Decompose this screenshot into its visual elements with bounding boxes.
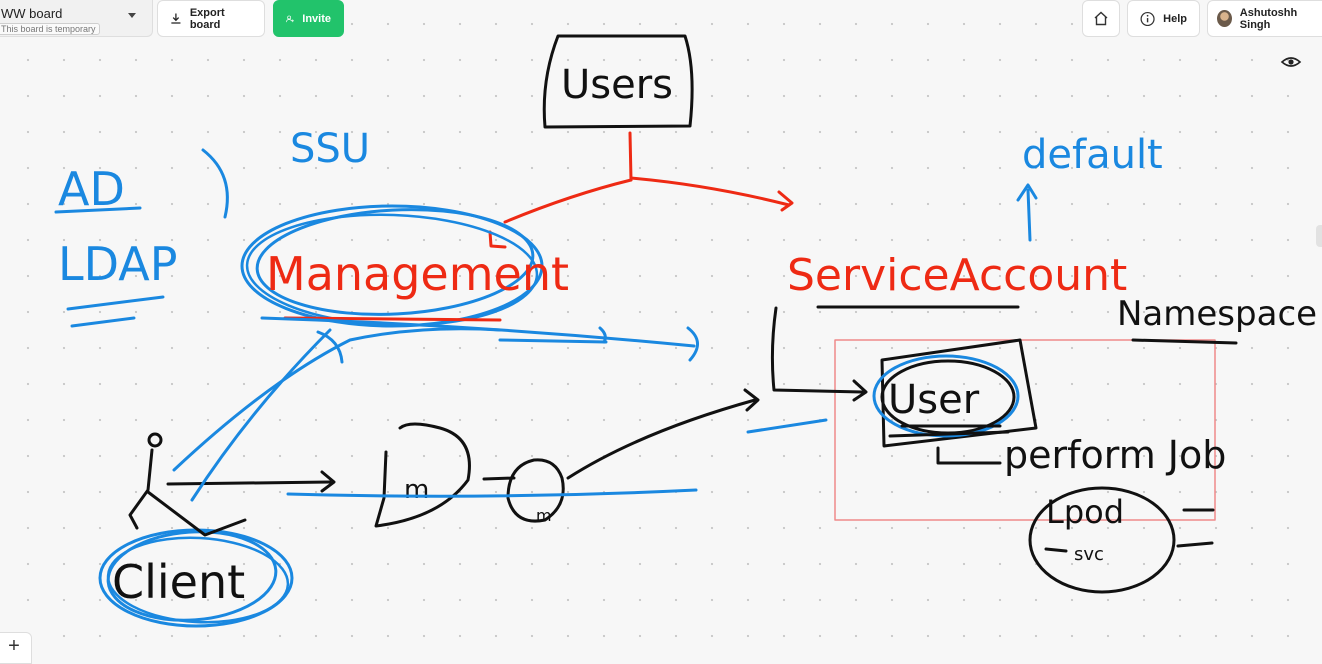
- home-button[interactable]: [1082, 0, 1120, 37]
- add-user-icon: [286, 15, 295, 22]
- m-label: m: [404, 475, 429, 505]
- namespace-underline: [1131, 338, 1238, 345]
- m-to-circle-line: [482, 476, 516, 481]
- user-name: Ashutoshh Singh: [1239, 6, 1298, 31]
- default-label: default: [1022, 132, 1163, 178]
- stick-figure-body: [128, 448, 154, 530]
- chevron-down-icon[interactable]: [128, 13, 136, 18]
- arrowhead: [777, 190, 794, 212]
- management-label: Management: [266, 247, 569, 301]
- default-arrow: [1026, 188, 1032, 242]
- client-circle: [106, 536, 290, 624]
- small-node-label: m: [536, 506, 552, 525]
- blue-flow-line: [686, 326, 699, 362]
- svc-dash: [1044, 547, 1068, 553]
- serviceaccount-to-user-arrow: [770, 306, 864, 394]
- m-shape: [374, 422, 471, 528]
- info-icon: [1140, 11, 1155, 26]
- management-circle: [245, 213, 539, 327]
- blue-flow-line: [598, 326, 607, 344]
- client-label: Client: [112, 555, 245, 609]
- plus-icon: +: [8, 635, 20, 657]
- invite-label: Invite: [302, 12, 331, 25]
- svc-dash: [1176, 541, 1214, 548]
- client-to-management-blue: [172, 327, 502, 472]
- users-to-serviceaccount-arrow: [629, 176, 791, 207]
- bracket-mark: [201, 148, 229, 219]
- pod-label: Lpod: [1046, 493, 1124, 531]
- namespace-box: [834, 339, 1216, 521]
- help-button[interactable]: Help: [1127, 0, 1200, 37]
- home-icon: [1094, 11, 1108, 26]
- users-label: Users: [561, 62, 673, 108]
- export-board-label: Export board: [189, 6, 225, 31]
- add-button[interactable]: +: [0, 632, 32, 664]
- user-label: User: [888, 377, 980, 423]
- namespace-label: Namespace: [1117, 294, 1317, 334]
- ad-label: AD: [58, 162, 125, 216]
- ssu-label: SSU: [290, 126, 370, 172]
- arrowhead: [1016, 183, 1038, 202]
- user-circle: [872, 354, 1020, 438]
- download-icon: [171, 13, 181, 24]
- ldap-underline: [70, 316, 136, 328]
- ldap-underline: [66, 295, 165, 311]
- user-profile-button[interactable]: Ashutoshh Singh: [1207, 0, 1322, 37]
- export-board-button[interactable]: Export board: [157, 0, 265, 37]
- serviceaccount-label: ServiceAccount: [787, 250, 1127, 301]
- board-title: WW board: [1, 6, 63, 21]
- blue-flow-line: [316, 330, 344, 364]
- eye-icon[interactable]: [1279, 53, 1303, 71]
- ad-underline: [54, 206, 142, 214]
- node-to-user-arrow: [566, 398, 757, 480]
- avatar: [1217, 10, 1232, 27]
- management-underline: [283, 316, 502, 322]
- user-to-job-line: [936, 446, 1002, 465]
- blue-dash: [746, 418, 828, 434]
- users-connector: [628, 131, 633, 182]
- help-label: Help: [1163, 12, 1187, 25]
- invite-button[interactable]: Invite: [273, 0, 344, 37]
- pod-circle: [1028, 486, 1176, 594]
- blue-underline-flow: [286, 488, 698, 498]
- stick-figure-legs: [146, 490, 247, 537]
- perform-job-label: perform Job: [1004, 433, 1226, 477]
- client-to-m-arrow: [166, 480, 332, 486]
- stick-figure-head: [147, 432, 163, 448]
- side-panel-handle[interactable]: [1316, 225, 1322, 247]
- arrowhead: [743, 388, 760, 412]
- client-to-management-blue: [190, 328, 332, 502]
- arrowhead: [488, 230, 507, 249]
- users-box: [542, 34, 694, 129]
- blue-flow-line: [498, 338, 608, 344]
- board-temporary-badge: This board is temporary: [0, 23, 100, 35]
- arrowhead: [852, 379, 868, 402]
- management-circle: [255, 208, 535, 316]
- user-underline: [888, 430, 1010, 438]
- users-to-management-arrow: [503, 178, 633, 224]
- small-node-circle: [506, 458, 565, 523]
- arrowhead: [320, 470, 336, 493]
- ldap-label: LDAP: [58, 237, 177, 291]
- board-menu[interactable]: WW board This board is temporary: [0, 0, 153, 37]
- svc-label: svc: [1074, 544, 1104, 565]
